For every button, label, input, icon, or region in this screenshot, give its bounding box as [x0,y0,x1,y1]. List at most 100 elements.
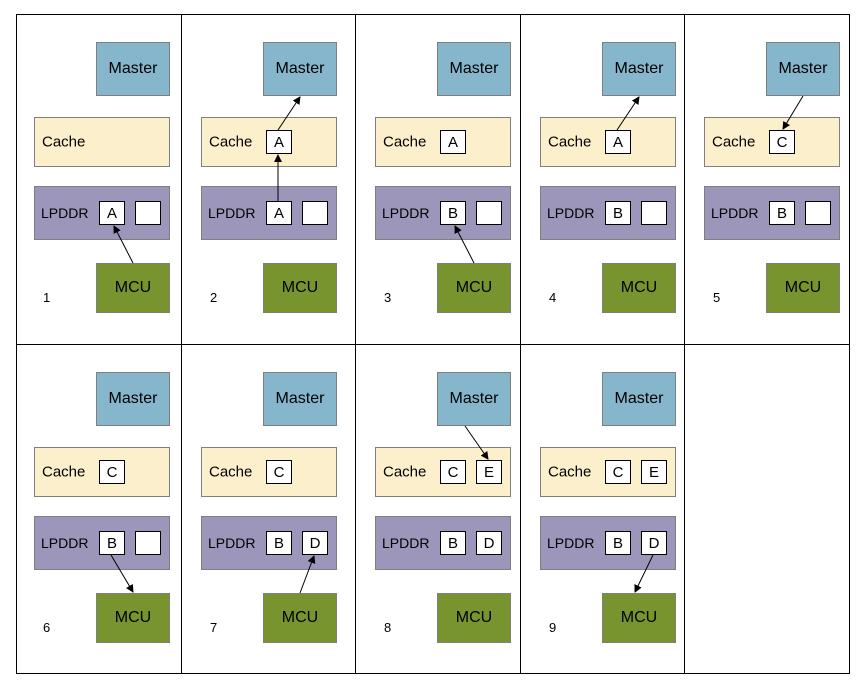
mcu-label: MCU [114,279,152,296]
lpddr-label: LPDDR [382,535,430,551]
cache-slot-1: C [440,460,466,484]
mcu-label: MCU [620,609,658,626]
master-block: Master [602,372,676,426]
lpddr-slot-2 [476,201,502,225]
lpddr-slot-1: B [440,531,466,555]
cache-slot-1: C [266,460,292,484]
lpddr-block: LPDDR B [540,186,676,240]
step-number: 4 [549,290,557,305]
mcu-block: MCU [437,593,511,643]
master-label: Master [778,60,828,77]
master-label: Master [449,60,499,77]
cache-block: Cache A [201,117,337,167]
mcu-block: MCU [263,593,337,643]
lpddr-label: LPDDR [382,205,430,221]
cache-slot-1: C [99,460,125,484]
step-number: 2 [210,290,218,305]
master-block: Master [96,42,170,96]
master-label: Master [275,390,325,407]
cache-label: Cache [209,463,253,481]
lpddr-slot-1: B [440,201,466,225]
master-block: Master [437,372,511,426]
lpddr-slot-2 [302,201,328,225]
lpddr-block: LPDDR B [704,186,840,240]
mcu-label: MCU [114,609,152,626]
cache-block: Cache C [201,447,337,497]
master-block: Master [96,372,170,426]
master-block: Master [263,372,337,426]
lpddr-label: LPDDR [41,205,89,221]
cache-label: Cache [42,463,86,481]
lpddr-slot-2: D [302,531,328,555]
mcu-block: MCU [263,263,337,313]
cache-slot-1: A [440,130,466,154]
master-label: Master [275,60,325,77]
lpddr-slot-1: B [769,201,795,225]
mcu-label: MCU [455,609,493,626]
lpddr-block: LPDDR B [375,186,511,240]
master-label: Master [614,60,664,77]
lpddr-slot-1: B [605,201,631,225]
cache-label: Cache [383,133,427,151]
cache-label: Cache [548,463,592,481]
lpddr-label: LPDDR [711,205,759,221]
lpddr-slot-2 [135,531,161,555]
lpddr-block: LPDDR A [34,186,170,240]
cache-block: Cache A [375,117,511,167]
lpddr-slot-1: B [266,531,292,555]
lpddr-label: LPDDR [547,205,595,221]
lpddr-slot-2: D [641,531,667,555]
cache-slot-1: A [266,130,292,154]
lpddr-slot-1: A [266,201,292,225]
mcu-block: MCU [602,263,676,313]
cache-label: Cache [209,133,253,151]
step-number: 8 [384,620,392,635]
lpddr-label: LPDDR [208,535,256,551]
mcu-label: MCU [620,279,658,296]
lpddr-slot-1: A [99,201,125,225]
step-number: 7 [210,620,218,635]
cache-slot-2: E [641,460,667,484]
lpddr-block: LPDDR A [201,186,337,240]
cache-slot-1: A [605,130,631,154]
master-label: Master [449,390,499,407]
cache-label: Cache [548,133,592,151]
master-block: Master [437,42,511,96]
step-number: 3 [384,290,392,305]
lpddr-block: LPDDR B [34,516,170,570]
cache-block: Cache [34,117,170,167]
lpddr-slot-2 [805,201,831,225]
mcu-block: MCU [602,593,676,643]
cache-block: Cache C [34,447,170,497]
mcu-block: MCU [766,263,840,313]
mcu-label: MCU [281,279,319,296]
lpddr-label: LPDDR [547,535,595,551]
cache-slot-2: E [476,460,502,484]
master-block: Master [263,42,337,96]
panel-empty [684,344,850,674]
step-number: 6 [43,620,51,635]
cache-label: Cache [383,463,427,481]
cache-label: Cache [42,133,86,151]
master-block: Master [766,42,840,96]
lpddr-label: LPDDR [208,205,256,221]
lpddr-slot-2 [135,201,161,225]
step-number: 5 [713,290,721,305]
cache-slot-1: C [769,130,795,154]
mcu-label: MCU [455,279,493,296]
master-block: Master [602,42,676,96]
lpddr-slot-1: B [99,531,125,555]
lpddr-label: LPDDR [41,535,89,551]
master-label: Master [108,390,158,407]
mcu-block: MCU [96,593,170,643]
master-label: Master [614,390,664,407]
mcu-block: MCU [96,263,170,313]
cache-slot-1: C [605,460,631,484]
mcu-label: MCU [281,609,319,626]
